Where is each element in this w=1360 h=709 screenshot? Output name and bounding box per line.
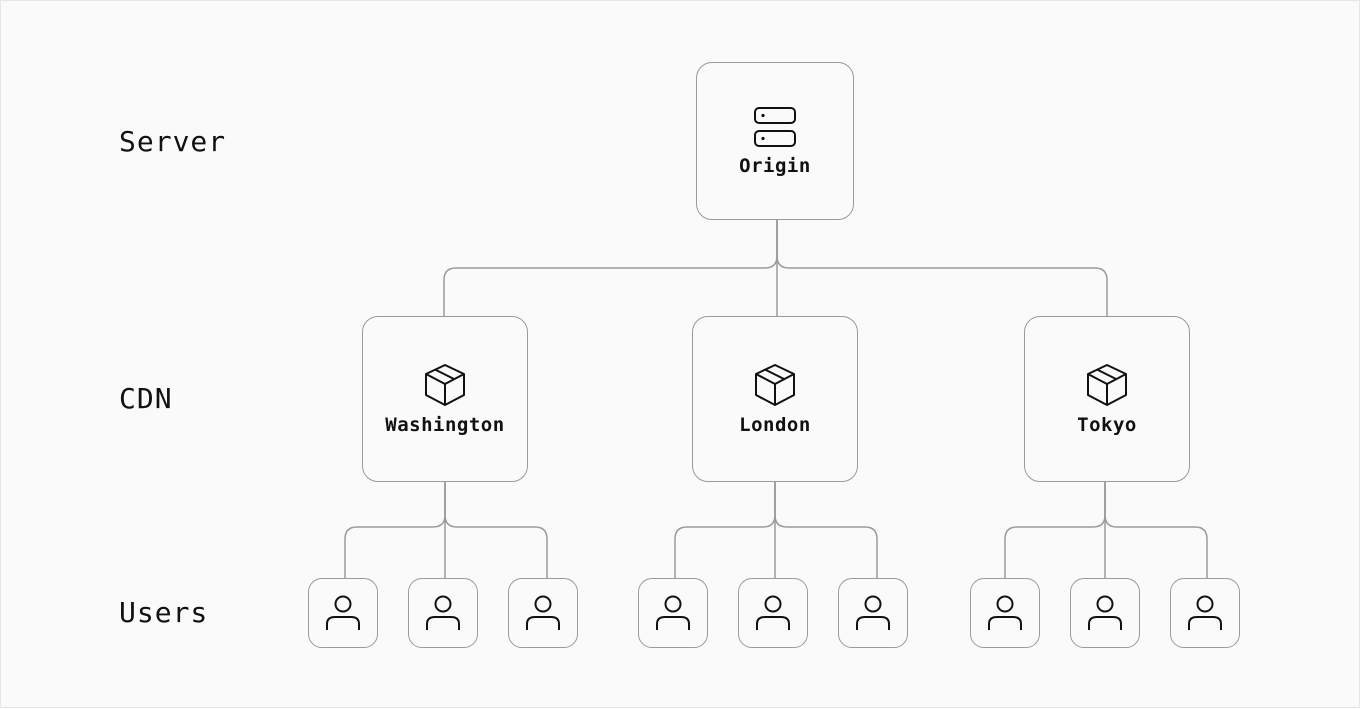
user-node-tokyo-2[interactable] <box>1070 578 1140 648</box>
cdn-label-tokyo: Tokyo <box>1077 414 1137 436</box>
user-node-washington-3[interactable] <box>508 578 578 648</box>
package-icon <box>752 362 798 408</box>
user-icon <box>653 593 693 633</box>
user-node-washington-2[interactable] <box>408 578 478 648</box>
connector-tokyo-user-3 <box>1104 482 1208 578</box>
cdn-label-washington: Washington <box>385 414 505 436</box>
origin-node[interactable]: Origin <box>696 62 854 220</box>
user-icon <box>1085 593 1125 633</box>
connector-washington-user-3 <box>444 482 548 578</box>
cdn-node-london[interactable]: London <box>692 316 858 482</box>
row-label-users: Users <box>119 596 209 629</box>
connector-london-user-3 <box>774 482 878 578</box>
user-node-london-3[interactable] <box>838 578 908 648</box>
user-node-london-1[interactable] <box>638 578 708 648</box>
connector-tokyo-user-1 <box>1004 482 1106 578</box>
package-icon <box>1084 362 1130 408</box>
user-icon <box>423 593 463 633</box>
server-icon <box>753 105 797 149</box>
row-label-server: Server <box>119 125 227 158</box>
user-icon <box>753 593 793 633</box>
user-icon <box>323 593 363 633</box>
cdn-label-london: London <box>739 414 811 436</box>
package-icon <box>422 362 468 408</box>
origin-label: Origin <box>739 155 811 177</box>
user-icon <box>523 593 563 633</box>
user-node-tokyo-1[interactable] <box>970 578 1040 648</box>
cdn-node-washington[interactable]: Washington <box>362 316 528 482</box>
row-label-cdn: CDN <box>119 382 173 415</box>
connector-washington-user-1 <box>344 482 446 578</box>
user-icon <box>853 593 893 633</box>
user-node-tokyo-3[interactable] <box>1170 578 1240 648</box>
cdn-node-tokyo[interactable]: Tokyo <box>1024 316 1190 482</box>
connector-origin-washington <box>443 220 778 316</box>
user-node-london-2[interactable] <box>738 578 808 648</box>
connector-origin-tokyo <box>776 220 1108 316</box>
user-icon <box>1185 593 1225 633</box>
user-node-washington-1[interactable] <box>308 578 378 648</box>
connector-london-user-1 <box>674 482 776 578</box>
user-icon <box>985 593 1025 633</box>
